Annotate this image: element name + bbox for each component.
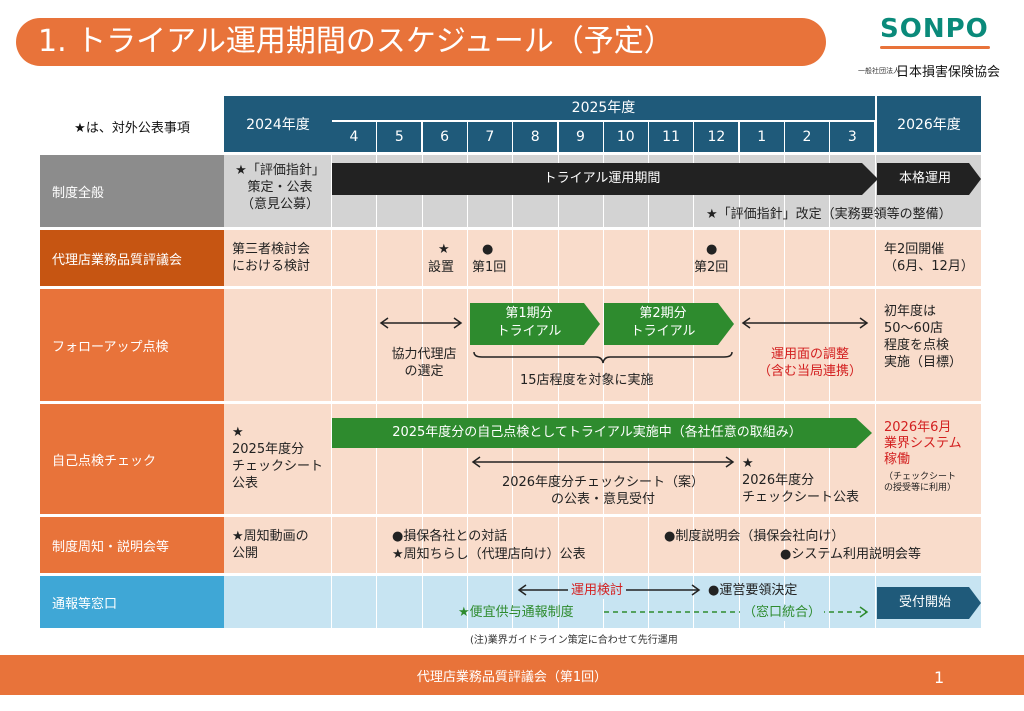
- grid-line: [376, 155, 377, 628]
- month-header-6: 9: [558, 122, 603, 152]
- grid-line: [648, 155, 649, 628]
- flyer-text: ★周知ちらし（代理店向け）公表: [392, 547, 586, 562]
- row-label-selfcheck: 自己点検チェック: [40, 404, 224, 514]
- logo-arc: [880, 46, 990, 49]
- council-fy2026-text: 年2回開催（6月、12月）: [884, 242, 974, 274]
- title-bar: [16, 18, 826, 66]
- target-text: 15店程度を対象に実施: [520, 373, 654, 388]
- guideline-revision-text: ★「評価指針」改定（実務要領等の整備）: [706, 207, 952, 222]
- benefit-text: ★便宜供与通報制度: [458, 605, 574, 620]
- trial2-arrow: [604, 303, 734, 345]
- full-operation-label: 本格運用: [898, 171, 951, 186]
- footer-text: 代理店業務品質評議会（第1回）: [416, 670, 608, 685]
- grid-line: [693, 155, 694, 628]
- grid-line: [558, 155, 559, 628]
- grid-line: [603, 155, 604, 628]
- unify-dashed-arrow: [604, 606, 869, 618]
- header-fy2024: 2024年度: [224, 96, 332, 152]
- grid-line: [512, 155, 513, 628]
- trial1-label: 第1期分トライアル: [496, 306, 562, 339]
- second-meeting-label: 第2回: [694, 260, 729, 275]
- publish-2026-text: ★2026年度分チェックシート公表: [742, 456, 860, 505]
- month-header-1: 4: [332, 122, 376, 152]
- setup-label: 設置: [428, 260, 455, 275]
- grid-line: [875, 155, 876, 628]
- month-header-9: 12: [694, 122, 739, 152]
- grid-line: [422, 155, 423, 628]
- month-header-12: 3: [830, 122, 875, 152]
- awareness-fy2024-text: ★周知動画の公開: [232, 529, 309, 561]
- full-operation-arrow: [877, 163, 981, 195]
- draft-double-arrow: [471, 456, 735, 468]
- grid-line: [784, 155, 785, 628]
- first-meeting-dot: ●: [482, 242, 494, 257]
- selfcheck-2025-label: 2025年度分の自己点検としてトライアル実施中（各社任意の取組み）: [392, 425, 802, 440]
- footnote: (注)業界ガイドライン策定に合わせて先行運用: [470, 635, 678, 646]
- header-fy2025: 2025年度: [332, 96, 875, 120]
- draft-text: 2026年度分チェックシート（案）の公表・意見受付: [501, 475, 705, 507]
- row-label-followup: フォローアップ点検: [40, 289, 224, 401]
- month-header-4: 7: [467, 122, 512, 152]
- row-label-awareness: 制度周知・説明会等: [40, 517, 224, 573]
- logo-org-name: 日本損害保険協会: [896, 65, 1001, 80]
- trial-period-arrow: [332, 163, 878, 195]
- selection-double-arrow: [379, 317, 463, 329]
- page-number: 1: [934, 668, 945, 687]
- selfcheck-2025-arrow: [332, 418, 872, 448]
- setup-star: ★: [438, 242, 450, 257]
- unify-text: （窓口統合）: [740, 604, 825, 621]
- council-fy2024-text: 第三者検討会における検討: [232, 242, 311, 274]
- accept-label: 受付開始: [898, 595, 951, 610]
- decide-text: ●運営要領決定: [708, 583, 798, 598]
- partner-selection-text: 協力代理店の選定: [391, 347, 457, 379]
- general-fy2024-text: ★「評価指針」策定・公表（意見公募）: [235, 163, 325, 212]
- legend-label: ★は、対外公表事項: [74, 120, 190, 136]
- system-briefing-text: ●システム利用説明会等: [780, 547, 921, 562]
- trial1-arrow: [470, 303, 600, 345]
- first-meeting-label: 第1回: [472, 260, 507, 275]
- row-bg-awareness: [224, 517, 981, 573]
- trial2-label: 第2期分トライアル: [630, 306, 696, 339]
- logo-small-text: 一般社団法人: [858, 67, 900, 75]
- grid-line: [739, 155, 740, 628]
- month-header-3: 6: [422, 122, 467, 152]
- industry-system-text: 2026年6月業界システム稼働: [884, 420, 962, 467]
- month-header-8: 11: [649, 122, 694, 152]
- footer-bar: [0, 655, 1024, 695]
- row-label-general: 制度全般: [40, 155, 224, 227]
- insurer-dialogue-text: ●損保各社との対話: [392, 529, 508, 544]
- month-header-11: 2: [785, 122, 829, 152]
- page-title: 1. トライアル運用期間のスケジュール（予定）: [38, 24, 674, 59]
- month-header-2: 5: [377, 122, 422, 152]
- trial-period-label: トライアル運用期間: [543, 171, 661, 186]
- logo-sonpo: SONPO: [880, 14, 989, 44]
- accept-arrow: [877, 587, 981, 619]
- target-brace: [473, 351, 733, 364]
- month-header-7: 10: [603, 122, 648, 152]
- grid-line: [331, 155, 332, 628]
- grid-line: [467, 155, 468, 628]
- grid-line: [829, 155, 830, 628]
- adjust-double-arrow: [741, 317, 869, 329]
- row-label-council: 代理店業務品質評議会: [40, 230, 224, 286]
- selfcheck-fy2024-text: ★2025年度分チェックシート公表: [232, 425, 324, 491]
- month-header-5: 8: [513, 122, 558, 152]
- study-text: 運用検討: [568, 582, 627, 599]
- adjust-text: 運用面の調整（含む当局連携）: [757, 347, 862, 379]
- briefing-text: ●制度説明会（損保会社向け）: [664, 529, 845, 544]
- header-fy2026: 2026年度: [877, 96, 981, 152]
- month-header-10: 1: [739, 122, 784, 152]
- row-bg-council: [224, 230, 981, 286]
- row-label-whistle: 通報等窓口: [40, 576, 224, 628]
- industry-system-note: （チェックシートの授受等に利用）: [884, 472, 957, 493]
- row-bg-followup: [224, 289, 981, 401]
- second-meeting-dot: ●: [706, 242, 718, 257]
